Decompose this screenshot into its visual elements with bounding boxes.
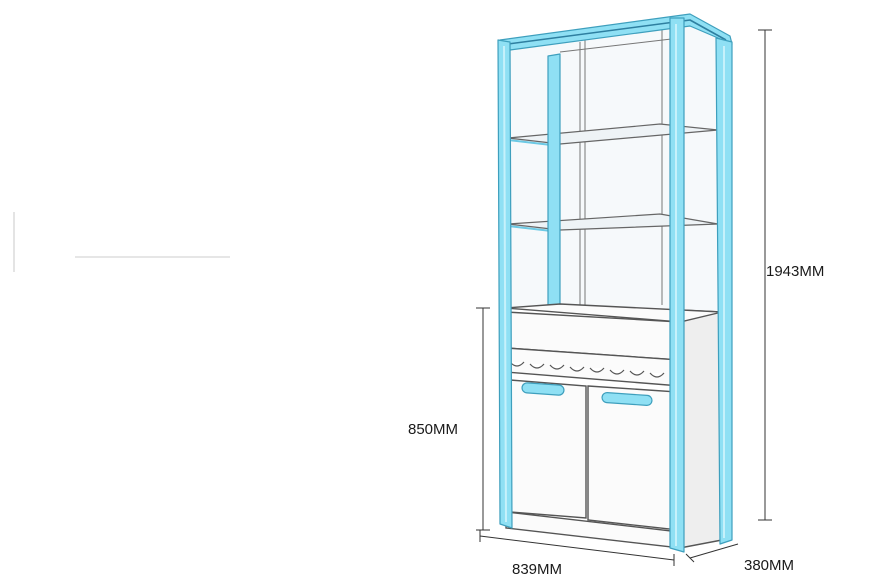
- blue-frame: [497, 13, 733, 553]
- height-total-label: 1943MM: [766, 263, 824, 280]
- right-door: [587, 385, 679, 531]
- dimension-depth: 380MM: [685, 543, 794, 574]
- right-door-handle: [601, 392, 653, 406]
- height-cabinet-label: 850MM: [408, 421, 458, 438]
- dimension-height-cabinet: 850MM: [408, 307, 490, 531]
- glass-slots: [509, 361, 665, 378]
- upper-shelving: [507, 20, 720, 310]
- background-marks: [13, 212, 230, 272]
- left-door-handle: [521, 382, 565, 396]
- width-label: 839MM: [512, 561, 562, 578]
- left-door: [509, 379, 587, 519]
- dimension-width: 839MM: [479, 530, 675, 578]
- depth-label: 380MM: [744, 557, 794, 574]
- lower-cabinet: [505, 303, 723, 549]
- inner-post: [547, 53, 561, 306]
- dimension-height-total: 1943MM: [758, 29, 824, 521]
